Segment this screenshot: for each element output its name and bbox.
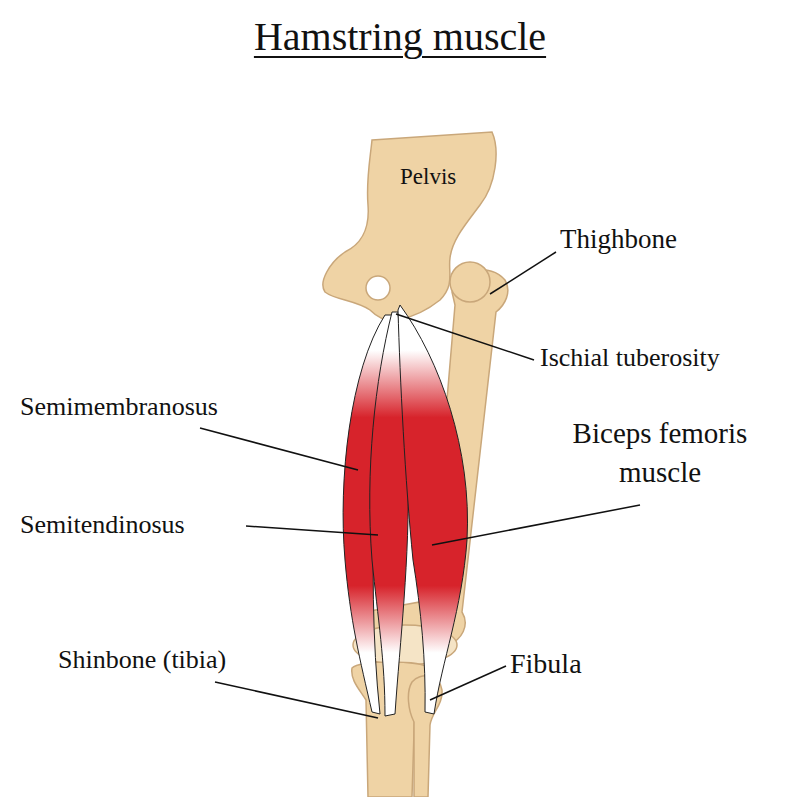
biceps-femoris-muscle (398, 305, 468, 714)
leader-line (490, 252, 556, 294)
part-label: Semitendinosus (20, 510, 185, 540)
leader-line (432, 505, 640, 545)
leader-line (200, 428, 358, 470)
part-label: Semimembranosus (20, 392, 218, 422)
part-label: Biceps femoris muscle (545, 414, 775, 492)
pelvis-bone (323, 132, 496, 321)
leader-line (430, 666, 506, 700)
part-label: Shinbone (tibia) (58, 645, 226, 675)
part-label: Fibula (510, 648, 582, 680)
obturator-foramen (366, 276, 390, 300)
part-label: Ischial tuberosity (540, 343, 720, 373)
leader-line (246, 526, 378, 535)
part-label: Thighbone (560, 224, 677, 255)
part-label: Pelvis (400, 164, 456, 190)
diagram-title: Hamstring muscle (0, 14, 800, 60)
femoral-head (450, 262, 490, 302)
leader-line (215, 682, 378, 718)
leader-line (396, 314, 534, 360)
